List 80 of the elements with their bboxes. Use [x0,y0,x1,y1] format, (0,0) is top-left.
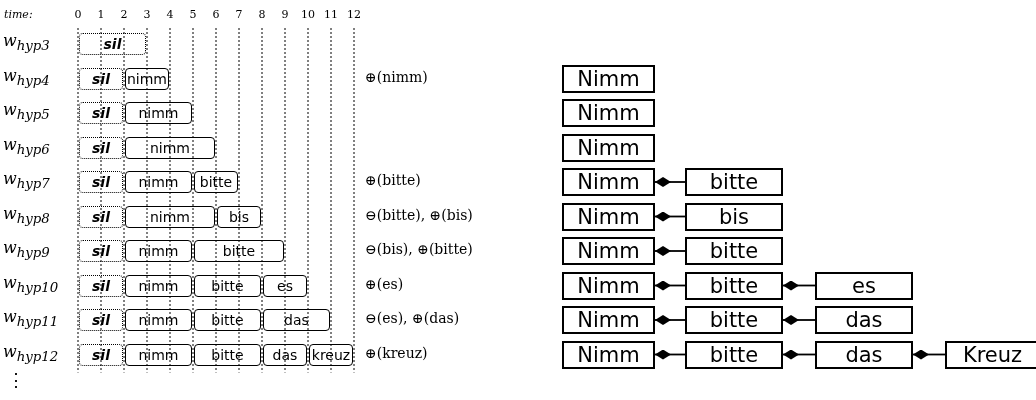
tick-label: 4 [166,8,174,21]
tick-label: 9 [281,8,289,21]
word-box: Nimm [562,306,655,334]
hypothesis-label: w$_{hyp5}$ [3,100,50,123]
tick-label: 11 [324,8,338,21]
operation-label: ⊕(nimm) [365,68,428,85]
hypothesis-label: w$_{hyp3}$ [3,31,50,54]
word-segment: nimm [125,240,192,262]
word-segment: bitte [194,171,238,193]
word-segment: nimm [125,205,215,228]
tick-label: 5 [189,8,197,21]
composition-connector [654,211,686,222]
tick-label: 1 [97,8,105,21]
composition-connector [654,246,686,256]
tick-label: 0 [74,8,82,21]
hypothesis-label: w$_{hyp9}$ [3,238,50,261]
tick-label: 7 [235,8,243,21]
word-segment: bis [217,205,261,228]
hypothesis-label: w$_{hyp7}$ [3,169,50,192]
word-box: Nimm [562,64,655,93]
composition-connector [654,280,686,291]
word-box: es [815,271,913,300]
tick-label: 2 [120,8,128,21]
word-segment: nimm [125,136,215,159]
composition-connector [782,349,816,360]
tick-label: 6 [212,8,220,21]
word-box: Nimm [562,340,655,369]
hypothesis-label: w$_{hyp11}$ [3,307,59,330]
operation-label: ⊕(bitte) [365,172,421,188]
composition-connector [782,280,816,291]
operation-label: ⊖(es), ⊕(das) [365,310,460,326]
word-box: Nimm [562,237,655,265]
composition-connector [654,349,686,360]
word-box: das [815,340,913,369]
tick-label: 12 [347,8,361,21]
word-segment: es [263,274,307,297]
word-segment: bitte [194,309,261,331]
hypothesis-label: w$_{hyp6}$ [3,134,50,157]
tick-label: 3 [143,8,151,21]
operation-label: ⊖(bis), ⊕(bitte) [365,241,473,257]
word-segment: bitte [194,274,261,297]
composition-connector [912,349,946,360]
time-axis-label: time: [4,8,33,21]
hypothesis-label: w$_{hyp4}$ [3,65,50,88]
operation-label: ⊕(es) [365,275,404,292]
word-box: Nimm [562,202,655,231]
operation-label: ⊕(kreuz) [365,344,428,361]
word-box: Nimm [562,168,655,196]
word-segment: nimm [125,274,192,297]
composition-connector [782,315,816,325]
composition-connector [654,177,686,187]
word-segment: bitte [194,240,284,262]
word-box: bitte [685,237,783,265]
word-segment: nimm [125,102,192,124]
tick-label: 10 [301,8,315,21]
hypothesis-label: w$_{hyp10}$ [3,272,59,295]
word-box: bitte [685,271,783,300]
word-segment: bitte [194,343,261,366]
operation-label: ⊖(bitte), ⊕(bis) [365,206,473,223]
word-segment: das [263,343,307,366]
word-box: Nimm [562,271,655,300]
word-segment: nimm [125,67,169,90]
word-box: bitte [685,340,783,369]
word-segment: das [263,309,330,331]
word-box: bis [685,202,783,231]
word-segment: nimm [125,171,192,193]
word-segment: nimm [125,309,192,331]
ellipsis: ⋮ [7,368,25,390]
tick-label: 8 [258,8,266,21]
word-box: bitte [685,168,783,196]
hypothesis-label: w$_{hyp8}$ [3,203,50,226]
composition-connector [654,315,686,325]
word-box: das [815,306,913,334]
word-box: Kreuz [945,340,1036,369]
word-box: Nimm [562,133,655,162]
word-box: bitte [685,306,783,334]
word-box: Nimm [562,99,655,127]
word-segment: nimm [125,343,192,366]
hypothesis-label: w$_{hyp12}$ [3,341,59,364]
word-segment: kreuz [309,343,353,366]
